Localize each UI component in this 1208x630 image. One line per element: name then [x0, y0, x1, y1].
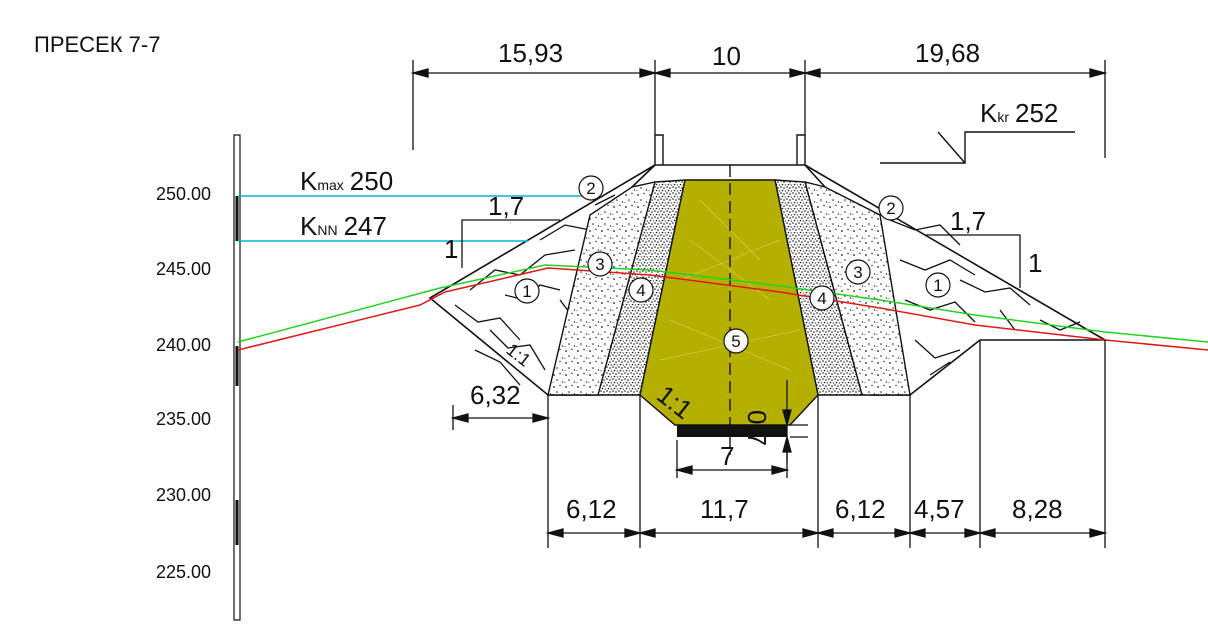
- dim-top-left: 15,93: [498, 38, 563, 68]
- svg-text:3: 3: [595, 255, 604, 274]
- elev-tick-240: 240.00: [156, 335, 211, 355]
- svg-text:1: 1: [933, 276, 942, 295]
- bottom-dimensions: [545, 340, 1108, 548]
- dim-bottom-1: 6,12: [566, 494, 617, 524]
- svg-text:2: 2: [586, 179, 595, 198]
- slope-right-rise: 1: [1028, 248, 1042, 278]
- elevation-ticks: 250.00 245.00 240.00 235.00 230.00 225.0…: [156, 184, 211, 582]
- parapet-right: [796, 134, 806, 165]
- elev-tick-230: 230.00: [156, 485, 211, 505]
- zone-marker-3-right: 3: [845, 259, 871, 285]
- dim-top-crest: 10: [712, 41, 741, 71]
- zone-marker-1-left: 1: [514, 278, 540, 304]
- cutoff-wall: [677, 425, 787, 437]
- svg-text:5: 5: [731, 332, 740, 351]
- elev-tick-250: 250.00: [156, 184, 211, 204]
- dim-bottom-4: 4,57: [914, 494, 965, 524]
- zone-marker-2-right: 2: [878, 195, 904, 221]
- elev-tick-245: 245.00: [156, 259, 211, 279]
- zone-marker-1-right: 1: [925, 272, 951, 298]
- zone-markers: 1 1 2 2 3 3 4 4: [514, 175, 951, 354]
- elev-tick-235: 235.00: [156, 409, 211, 429]
- elev-tick-225: 225.00: [156, 562, 211, 582]
- slope-right-run: 1,7: [950, 206, 986, 236]
- zone-3-transition-left: [547, 181, 656, 396]
- slope-left-rise: 1: [444, 234, 458, 264]
- terrain-line-red: [237, 267, 1208, 351]
- zone-marker-4-right: 4: [809, 285, 835, 311]
- dam-body: [428, 134, 1108, 455]
- slope-indicator-right: [925, 234, 1021, 288]
- terrain-line-green: [237, 264, 1208, 343]
- section-title: ПРЕСЕК 7-7: [34, 32, 160, 57]
- zone-3-transition-right: [804, 181, 911, 396]
- svg-text:2: 2: [886, 199, 895, 218]
- dim-top-right: 19,68: [915, 38, 980, 68]
- zone-marker-5: 5: [723, 328, 749, 354]
- dim-left-offset: 6,32: [470, 380, 521, 410]
- zone-marker-4-left: 4: [628, 277, 654, 303]
- elevation-scale: [233, 134, 241, 621]
- dim-cutoff-depth: 0,7: [742, 410, 772, 446]
- svg-text:3: 3: [853, 263, 862, 282]
- svg-text:4: 4: [817, 289, 826, 308]
- parapet-left: [654, 134, 664, 165]
- dim-left-offset-line: [450, 405, 551, 430]
- slope-indicator-left: [461, 219, 560, 268]
- dim-bottom-3: 6,12: [835, 494, 886, 524]
- top-dimensions: [410, 60, 1108, 158]
- zone-marker-2-left: 2: [578, 175, 604, 201]
- dim-bottom-5: 8,28: [1012, 494, 1063, 524]
- dim-cutoff-lines: [674, 380, 808, 478]
- zone-marker-3-left: 3: [587, 251, 613, 277]
- dim-bottom-2: 11,7: [700, 494, 749, 524]
- svg-text:4: 4: [636, 281, 645, 300]
- dim-cutoff-width: 7: [720, 441, 734, 471]
- svg-text:1: 1: [522, 282, 531, 301]
- slope-left-run: 1,7: [488, 191, 524, 221]
